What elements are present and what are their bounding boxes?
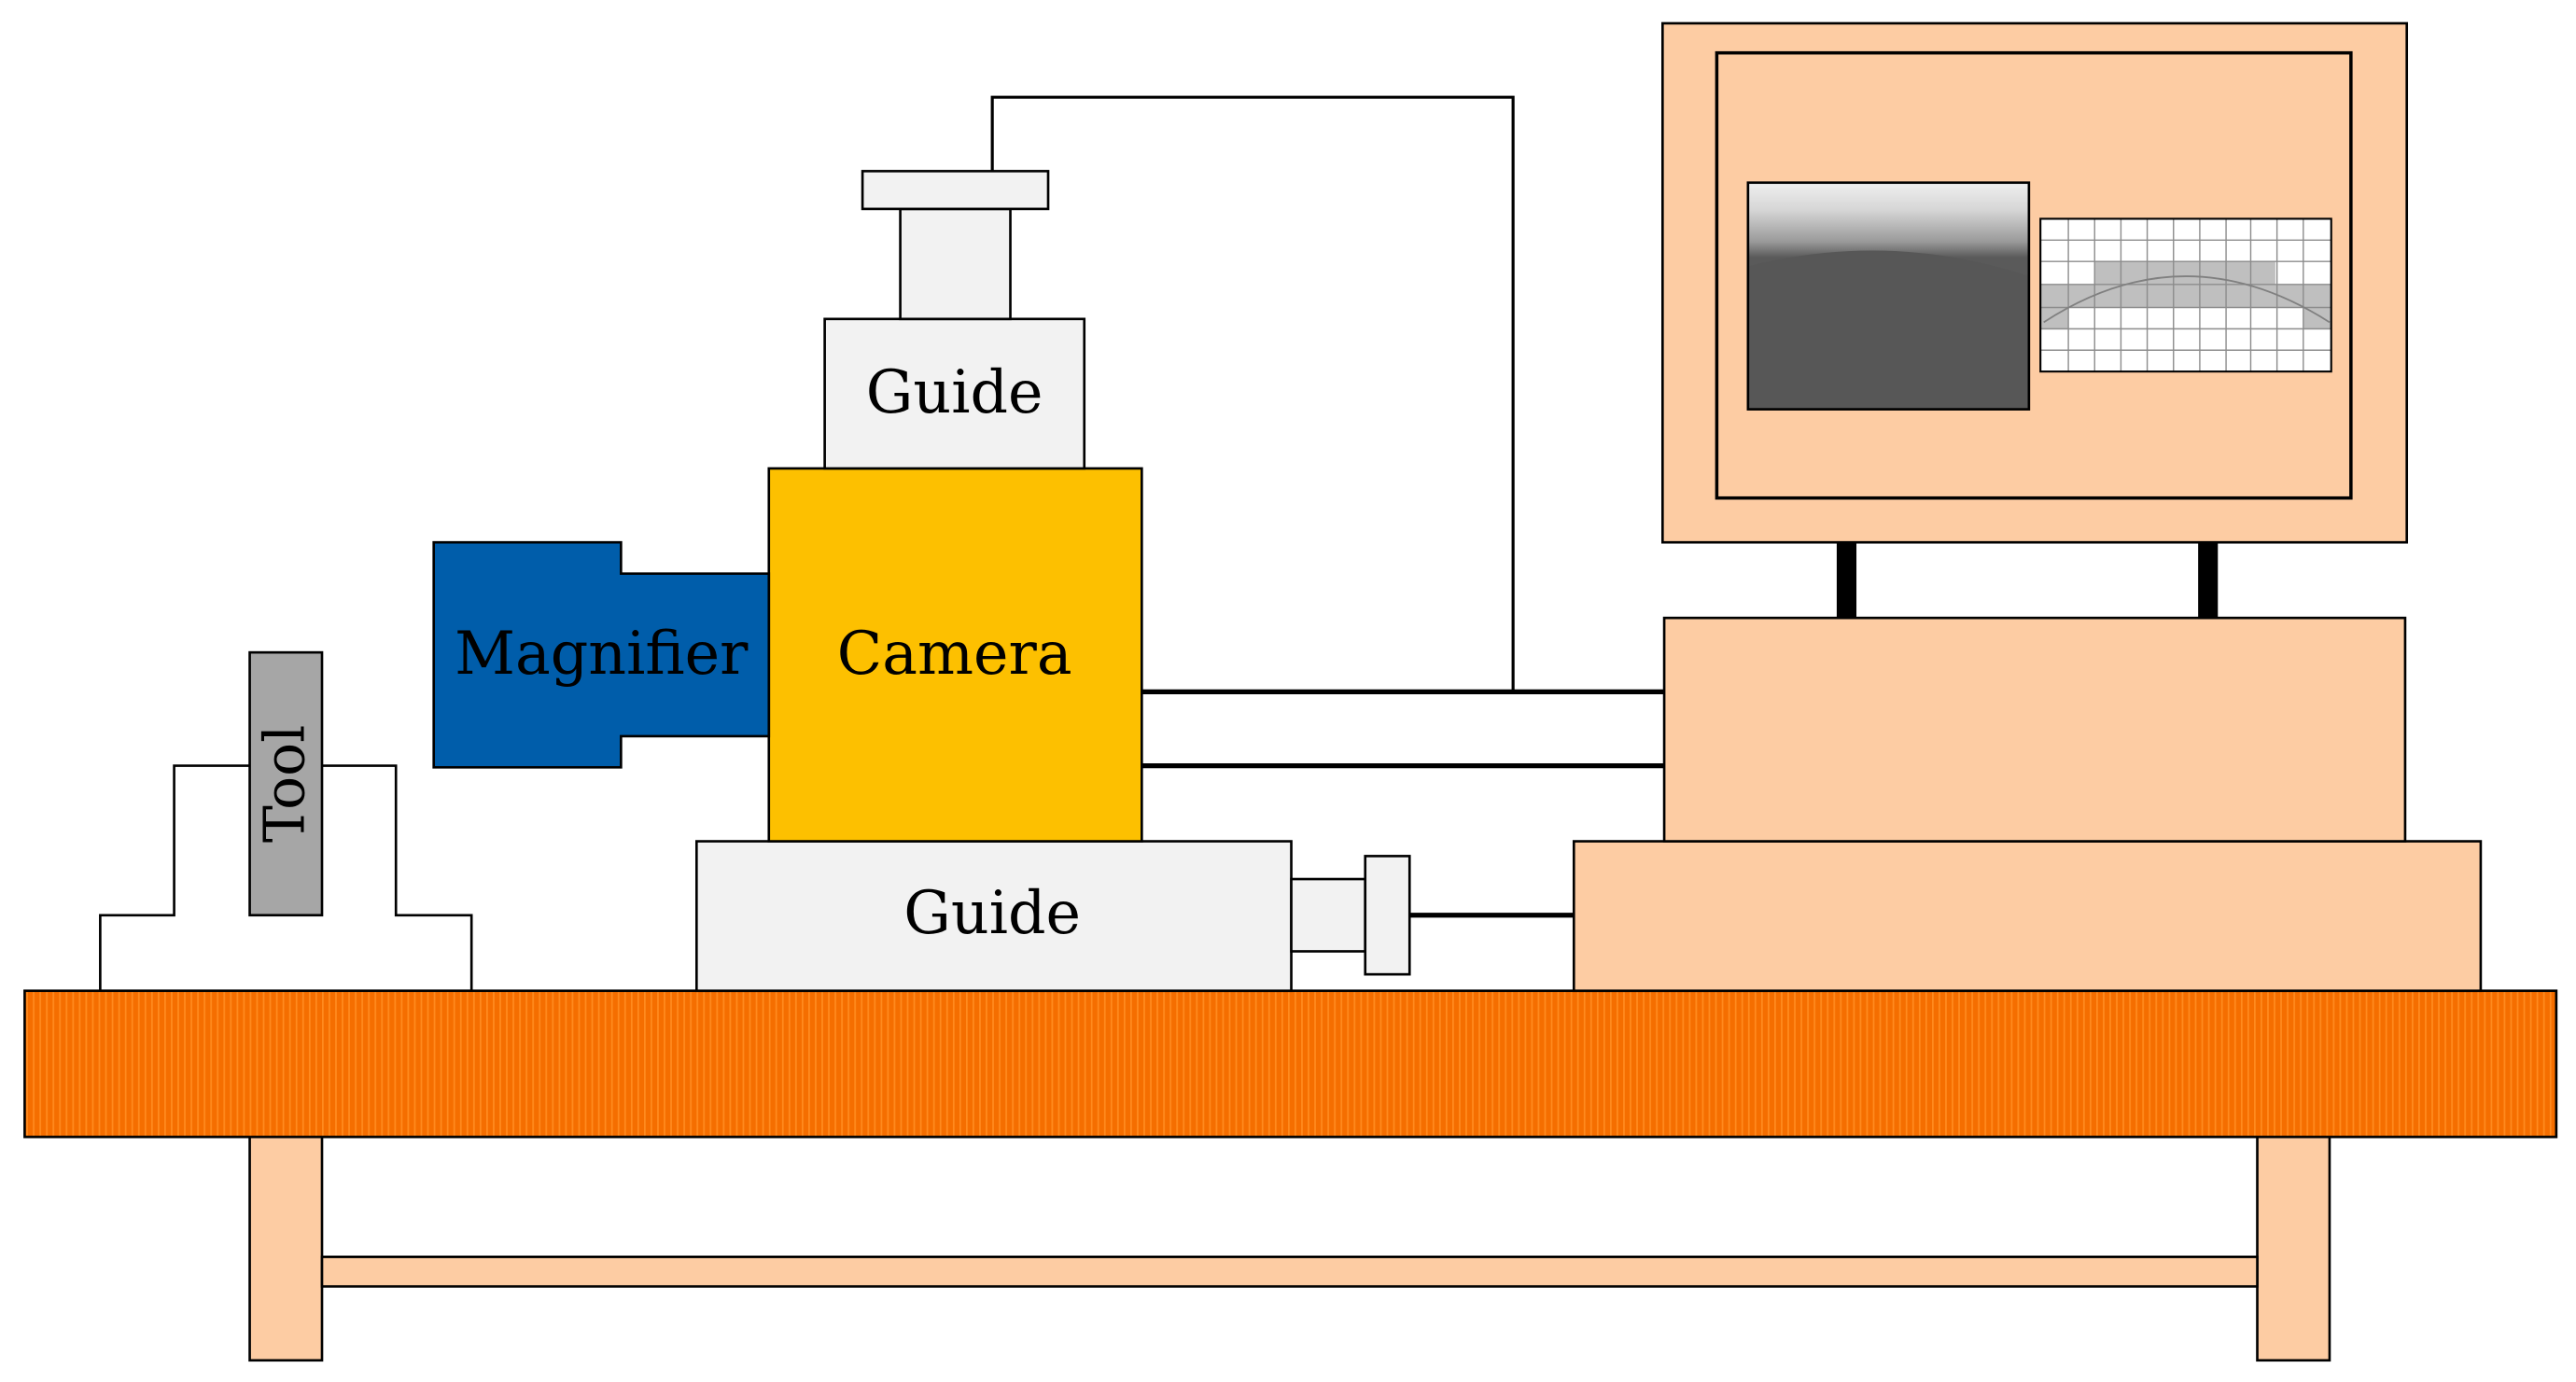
vertical-guide-body (823, 317, 1086, 470)
horizontal-guide-shaft (1290, 877, 1367, 953)
computer (1572, 21, 2483, 993)
edge-curve (2043, 275, 2331, 324)
camera-body (767, 467, 1143, 843)
horizontal-guide-body (695, 840, 1293, 993)
magnifier-body (432, 540, 771, 769)
captured-image (1746, 181, 2031, 411)
table-crossbar (320, 1255, 2259, 1288)
monitor-stand-right (2198, 542, 2219, 619)
table-leg-right (2256, 1132, 2331, 1362)
horizontal-guide-label: Guide (903, 878, 1081, 947)
horizontal-guide: Guide (695, 840, 1411, 993)
camera-label: Camera (837, 619, 1072, 688)
magnifier-label: Magnifier (455, 619, 749, 688)
table-top (23, 989, 2558, 1138)
tool-label: Tool (253, 725, 318, 843)
vertical-guide-knob (861, 170, 1050, 211)
magnifier: Magnifier (432, 540, 771, 769)
cables (990, 95, 1665, 918)
monitor-stand-left (1836, 542, 1857, 619)
pixel-grid-image (2039, 217, 2332, 373)
cable-vertical-guide (990, 95, 1515, 692)
table-leg-left (248, 1132, 324, 1362)
tool-holder: Tool (99, 650, 473, 993)
table-frame (248, 1132, 2331, 1362)
controller-unit (1572, 840, 2483, 993)
tool (248, 650, 324, 917)
computer-unit (1662, 616, 2407, 843)
horizontal-guide-knob (1364, 855, 1411, 976)
camera: Camera (767, 467, 1143, 843)
vertical-guide: Guide (823, 170, 1086, 470)
vertical-guide-label: Guide (866, 357, 1043, 426)
vertical-guide-shaft (899, 207, 1012, 321)
